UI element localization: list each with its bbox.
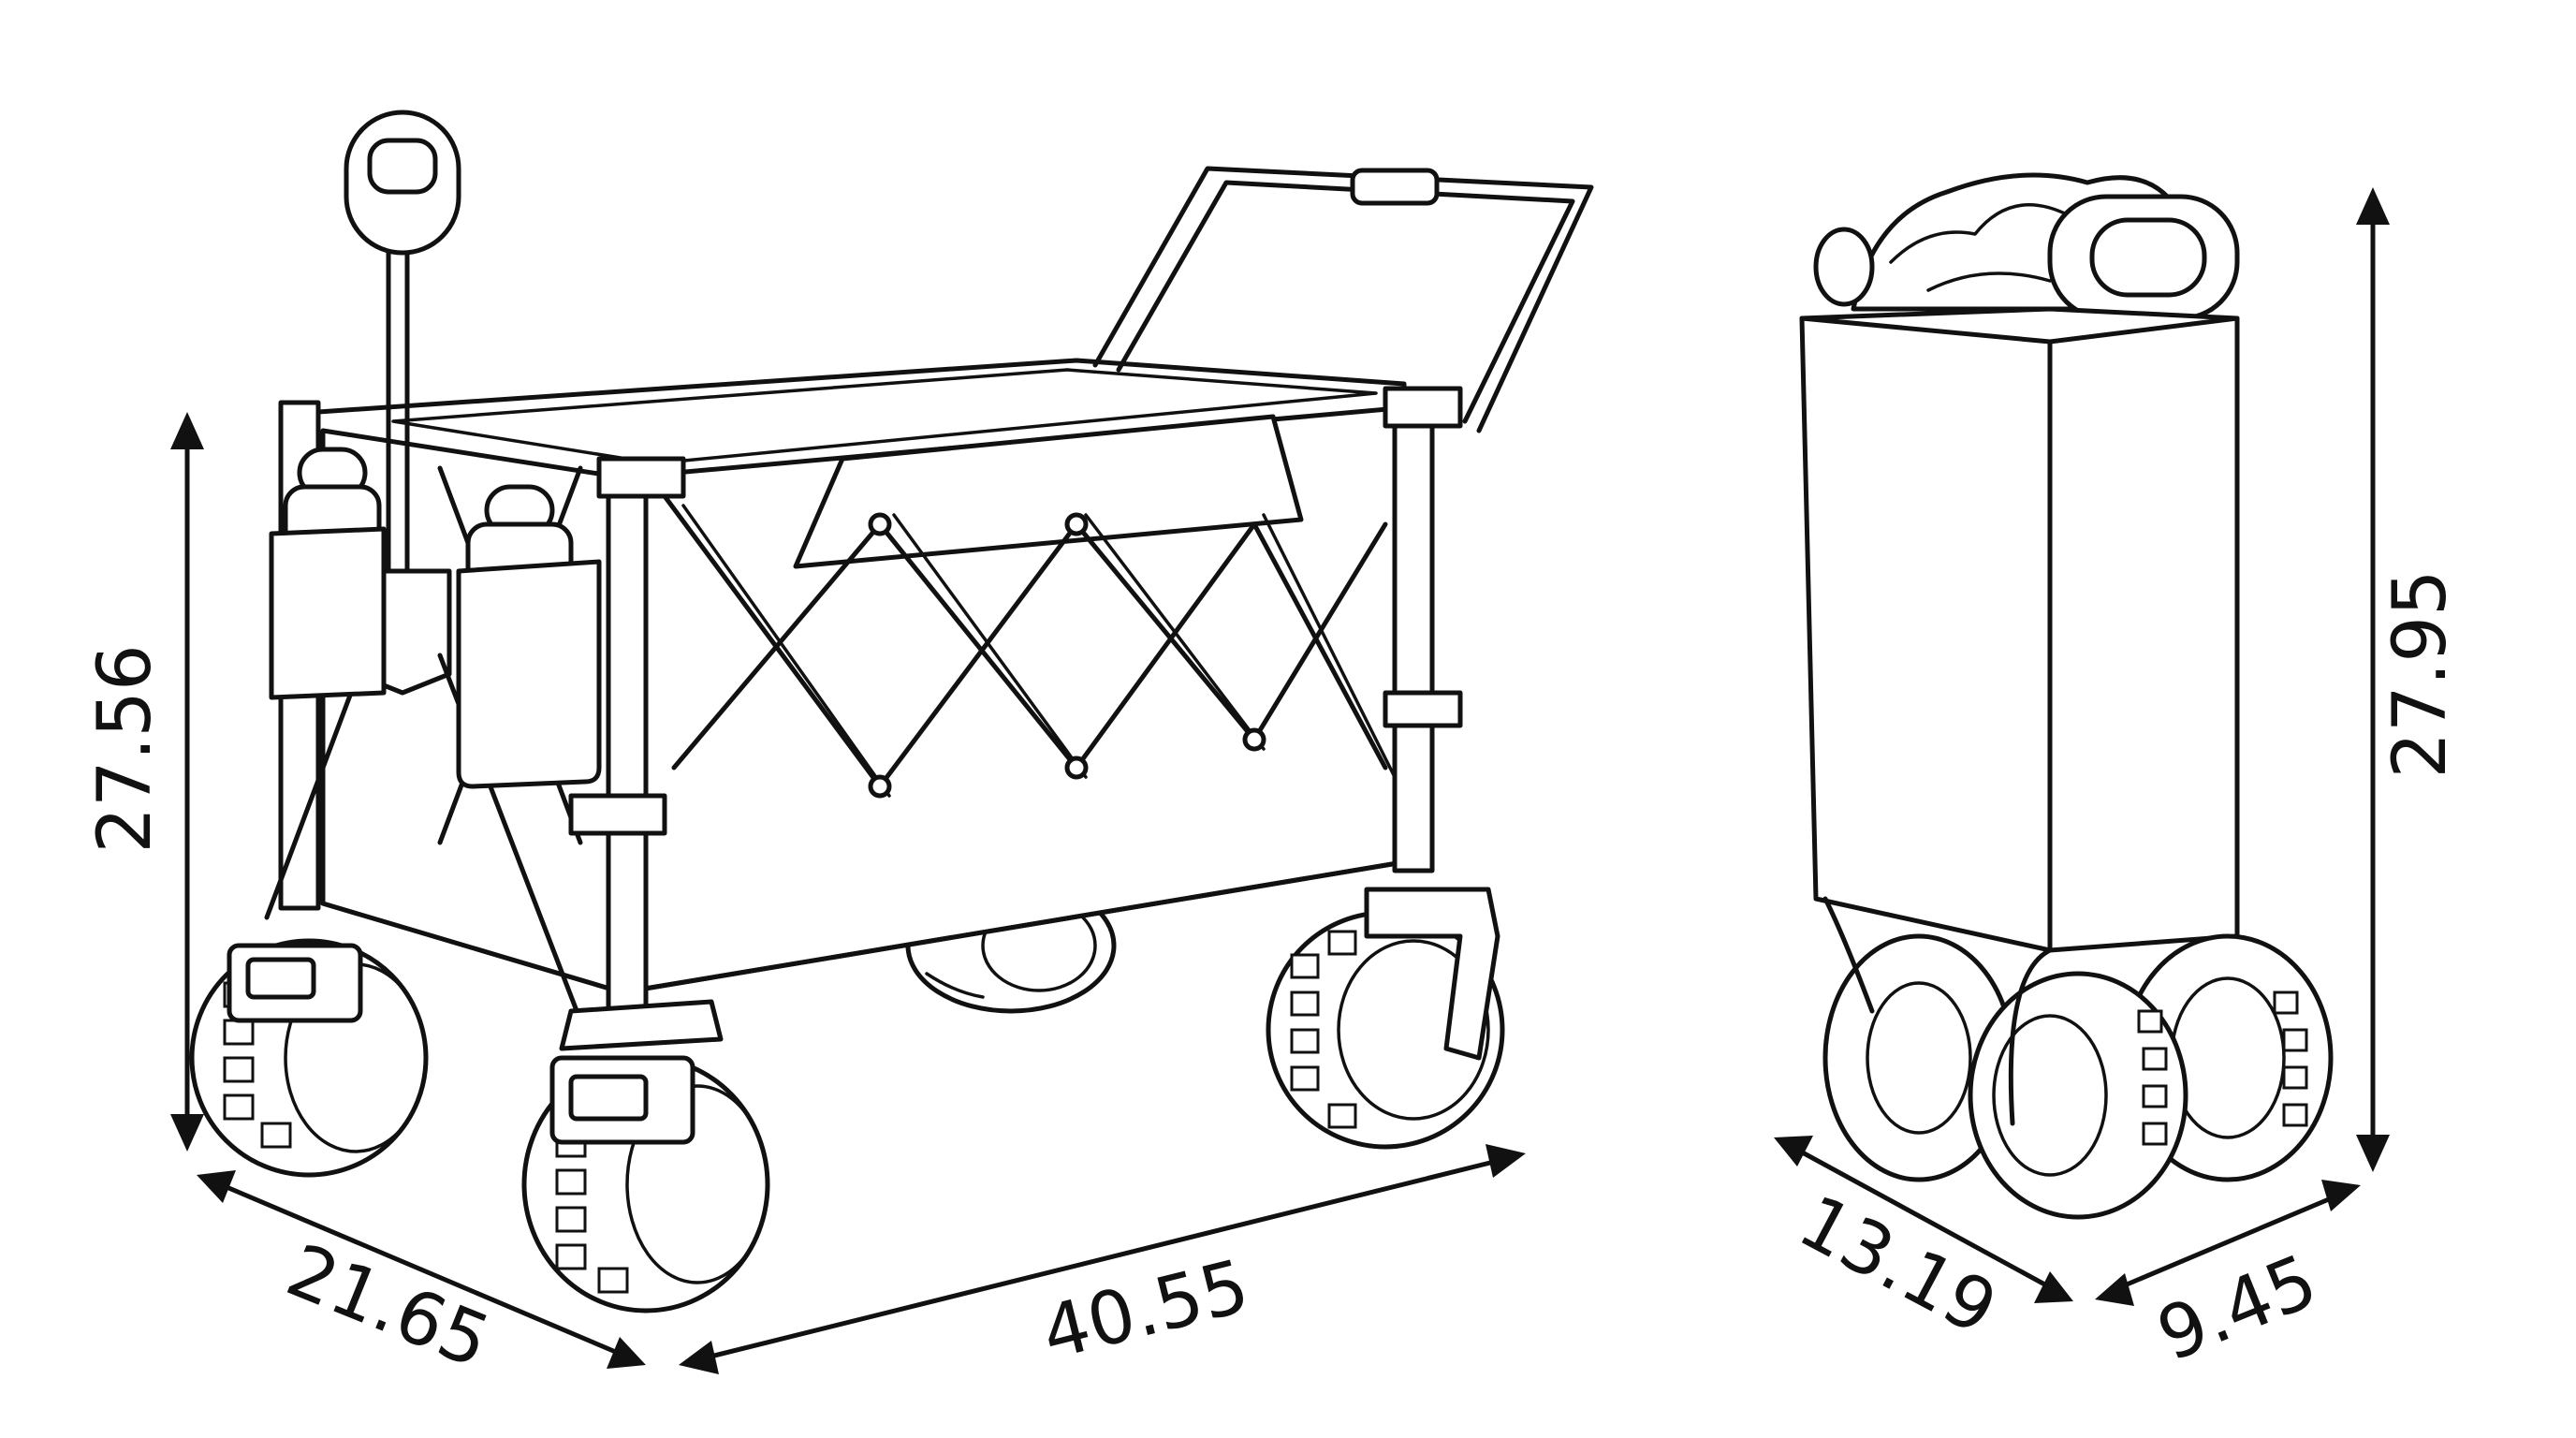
folded-depth-arrow-right xyxy=(2034,1271,2073,1303)
width-dimension-line xyxy=(219,1181,619,1356)
length-dimension-line xyxy=(706,1158,1499,1360)
folded-body xyxy=(1799,306,2240,953)
width-arrow-right xyxy=(607,1337,646,1369)
height-arrow-top xyxy=(170,412,204,449)
folded-height-label: 27.95 xyxy=(2378,569,2463,778)
width-arrow-left xyxy=(197,1170,236,1203)
folded-width-arrow-right xyxy=(2321,1180,2361,1211)
folded-wagon-illustration xyxy=(1799,172,2334,1220)
folded-handle xyxy=(1813,194,2240,321)
folded-height-arrow-top xyxy=(2356,187,2390,225)
folded-width-label: 9.45 xyxy=(2146,1240,2329,1379)
folded-width-dimension-line xyxy=(2119,1194,2336,1290)
unfolded-wagon-illustration xyxy=(189,110,1594,1313)
length-arrow-left xyxy=(679,1341,719,1374)
push-handle xyxy=(1092,166,1594,433)
length-arrow-right xyxy=(1486,1144,1526,1178)
folded-depth-arrow-left xyxy=(1774,1136,1813,1167)
folded-wheels xyxy=(1822,896,2334,1220)
folded-height-arrow-bottom xyxy=(2356,1135,2390,1172)
height-arrow-bottom xyxy=(170,1114,204,1152)
dimension-lines xyxy=(170,187,2390,1374)
cup-holders xyxy=(269,447,602,789)
front-right-wheel xyxy=(521,999,770,1313)
front-left-wheel xyxy=(189,938,429,1178)
folded-depth-dimension-line xyxy=(1795,1147,2052,1290)
length-label: 40.55 xyxy=(1033,1244,1256,1376)
folded-width-arrow-left xyxy=(2095,1273,2134,1306)
height-label: 27.56 xyxy=(83,644,168,853)
width-label: 21.65 xyxy=(275,1228,501,1385)
rear-right-wheel xyxy=(1266,887,1505,1150)
